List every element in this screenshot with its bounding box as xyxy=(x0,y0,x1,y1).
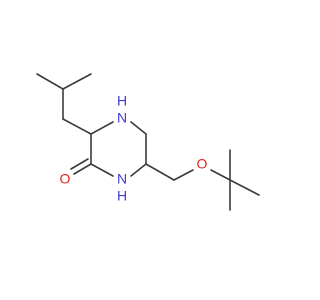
bond-n4-c5 xyxy=(130,121,147,135)
bond-c2-o-a xyxy=(73,163,92,175)
bond-c6-ch2 xyxy=(145,163,175,181)
atom-o-carbonyl: O xyxy=(60,171,71,187)
atom-n-top: N xyxy=(117,110,127,126)
bond-c3-n4 xyxy=(90,121,114,135)
bond-n1-c2 xyxy=(90,163,114,177)
bond-o-cq xyxy=(210,169,231,181)
atom-h-top: H xyxy=(117,93,127,109)
bond-ch2-c3 xyxy=(62,118,92,135)
bond-cq-me-right xyxy=(229,179,260,196)
atom-h-bottom: H xyxy=(117,188,127,204)
bond-ch-ch3b xyxy=(62,73,92,90)
molecule-canvas: H N O N H O xyxy=(36,73,260,211)
bond-ch3a-ch xyxy=(36,73,64,90)
molecule-structure: H N O N H O xyxy=(36,73,260,211)
bond-c6-n1 xyxy=(130,163,147,177)
bond-ch2-o xyxy=(173,169,194,181)
atom-o-ether: O xyxy=(197,156,208,172)
atom-n-bottom: N xyxy=(117,171,127,187)
bond-c2-o-b xyxy=(70,158,89,170)
